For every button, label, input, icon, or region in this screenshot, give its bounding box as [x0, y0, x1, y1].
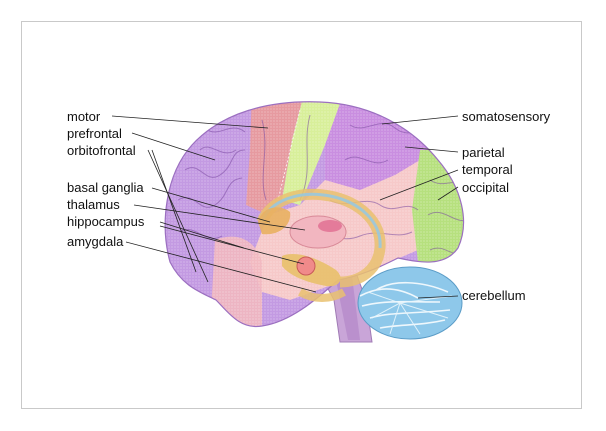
label-hippocampus: hippocampus — [67, 214, 145, 229]
label-prefrontal: prefrontal — [67, 126, 122, 141]
label-temporal: temporal — [462, 162, 513, 177]
label-cerebellum: cerebellum — [462, 288, 526, 303]
leader-lines — [111, 115, 459, 299]
label-occipital: occipital — [462, 180, 509, 195]
amygdala-region — [296, 256, 316, 276]
label-basal-ganglia: basal ganglia — [67, 180, 144, 195]
label-amygdala: amygdala — [67, 234, 124, 249]
limbic-system — [256, 188, 386, 302]
label-parietal: parietal — [462, 145, 505, 160]
basal-ganglia-region — [258, 207, 291, 235]
label-somatosensory: somatosensory — [462, 109, 551, 124]
cerebellum — [357, 266, 463, 340]
thalamus-region — [289, 215, 347, 249]
label-orbitofrontal: orbitofrontal — [67, 143, 136, 158]
label-thalamus: thalamus — [67, 197, 120, 212]
cortex-outline — [164, 101, 465, 328]
label-motor: motor — [67, 109, 101, 124]
